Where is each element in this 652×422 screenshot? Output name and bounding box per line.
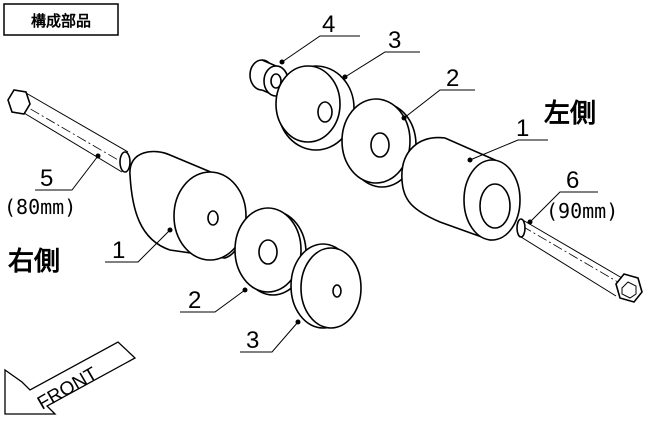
leader-lines xyxy=(35,35,598,353)
label-right-cap: 3 xyxy=(388,27,401,54)
title-box xyxy=(3,3,119,36)
label-left-cap: 3 xyxy=(246,327,259,354)
right-collar xyxy=(401,136,521,241)
front-arrow: FRONT xyxy=(4,341,137,415)
left-washer xyxy=(234,207,307,296)
right-bolt xyxy=(516,218,643,303)
label-right-collar: 1 xyxy=(516,115,529,142)
spacer xyxy=(249,59,289,97)
right-washer xyxy=(341,98,417,188)
label-spacer: 4 xyxy=(322,11,335,38)
label-right-bolt-length: (90mm) xyxy=(546,199,618,223)
left-center-axis xyxy=(14,99,346,293)
label-left-bolt-length: (80mm) xyxy=(4,195,76,219)
label-right-washer: 2 xyxy=(446,65,459,92)
left-cap xyxy=(290,243,362,329)
label-left-collar: 1 xyxy=(112,237,125,264)
leader-dots xyxy=(95,59,533,325)
side-label-right: 右側 xyxy=(8,247,60,277)
title: 構成部品 xyxy=(31,12,91,30)
label-right-bolt: 6 xyxy=(566,167,579,194)
left-collar xyxy=(129,150,247,261)
right-cap xyxy=(275,65,355,151)
label-left-washer: 2 xyxy=(188,287,201,314)
label-left-bolt: 5 xyxy=(40,165,53,192)
side-label-left: 左側 xyxy=(544,99,596,129)
left-bolt xyxy=(7,89,131,173)
